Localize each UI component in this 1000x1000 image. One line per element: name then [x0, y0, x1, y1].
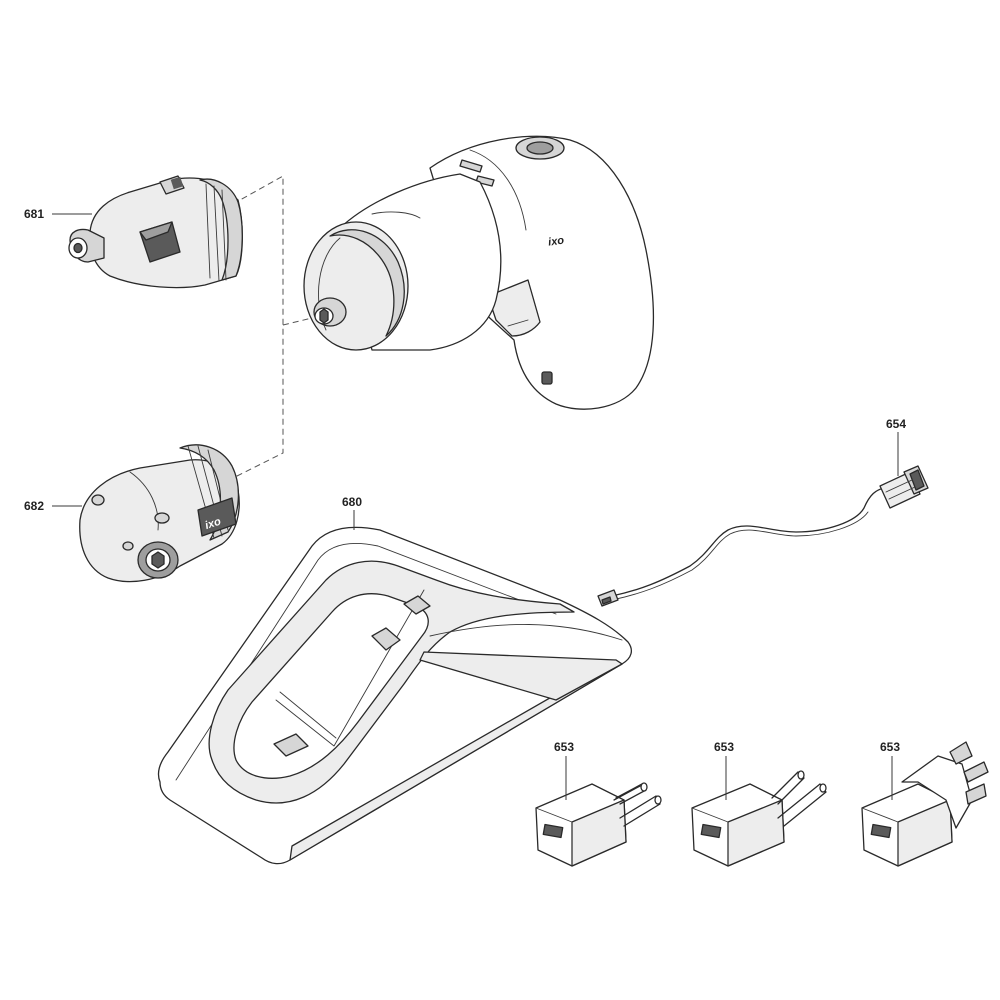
callout-682: 682	[24, 499, 82, 513]
callout-label-681: 681	[24, 207, 44, 221]
callout-label-653-c: 653	[880, 740, 900, 754]
charger-uk-653	[861, 741, 989, 867]
charging-dock-680	[157, 526, 633, 865]
callout-654: 654	[886, 417, 906, 476]
callout-label-654: 654	[886, 417, 906, 431]
callout-653-c: 653	[880, 740, 900, 800]
callout-label-680: 680	[342, 495, 362, 509]
charger-eu-653-a	[535, 782, 662, 867]
assembly-dash-line	[232, 175, 313, 479]
adapter-681	[68, 175, 243, 289]
adapter-682: ixo	[79, 444, 240, 583]
callout-label-653-a: 653	[554, 740, 574, 754]
callout-653-b: 653	[714, 740, 734, 800]
callout-label-653-b: 653	[714, 740, 734, 754]
usb-cable-654	[597, 465, 929, 607]
screwdriver-logo: ixo	[547, 234, 565, 248]
callout-680: 680	[342, 495, 362, 530]
angle-adapter-logo: ixo	[204, 516, 223, 532]
callout-label-682: 682	[24, 499, 44, 513]
callout-681: 681	[24, 207, 92, 221]
screwdriver-body: ixo	[303, 135, 655, 410]
charger-eu-653-b	[691, 770, 827, 867]
callout-653-a: 653	[554, 740, 574, 800]
